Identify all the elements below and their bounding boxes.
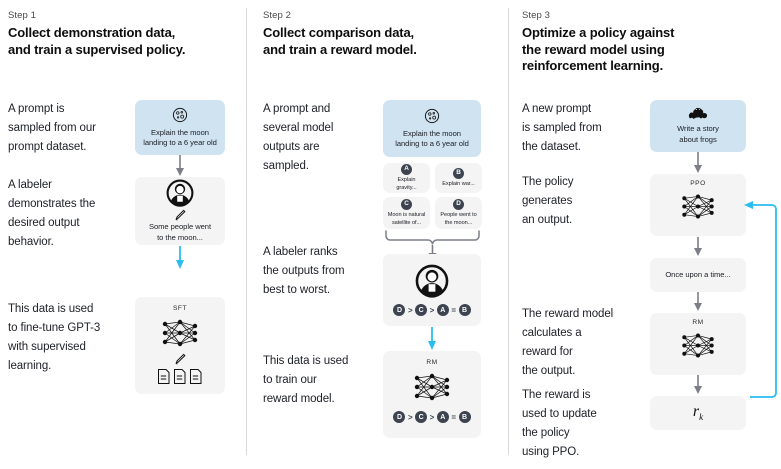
neural-net-icon xyxy=(677,329,719,362)
rm-rank-op-1: > xyxy=(407,412,413,422)
rm-rank-badge-2: C xyxy=(415,411,428,423)
moon-icon xyxy=(424,108,440,124)
c3-arrow-1-icon xyxy=(692,152,704,174)
labeler-icon xyxy=(415,264,449,298)
option-badge-b: B xyxy=(453,167,464,179)
c1-sft-card[interactable]: SFT xyxy=(135,297,225,394)
c2-rm-card[interactable]: RM xyxy=(383,351,481,438)
rm-rank-op-3: = xyxy=(451,412,456,422)
c3-rm-card[interactable]: RM xyxy=(650,313,746,375)
rank-badge-3: A xyxy=(436,304,449,316)
rm-rank-badge-1: D xyxy=(393,411,406,423)
step-1-paragraph-3: This data is used to fine-tune GPT-3 wit… xyxy=(8,303,101,372)
c1-labeler-demo-card[interactable]: Some people went to the moon... xyxy=(135,177,225,245)
c1-prompt-text: Explain the moon landing to a 6 year old xyxy=(143,127,217,148)
moon-icon xyxy=(172,107,188,123)
documents-icon xyxy=(156,368,204,385)
c3-rm-caption: RM xyxy=(692,319,704,326)
c2-prompt-text: Explain the moon landing to a 6 year old xyxy=(395,128,469,149)
c3-reward-value-card[interactable]: rk xyxy=(650,396,746,430)
reward-symbol-subscript: k xyxy=(699,412,704,423)
c2-option-text-b: Explain war... xyxy=(442,180,475,187)
step-2-title: Collect comparison data, and train a rew… xyxy=(263,25,417,57)
c3-ppo-card[interactable]: PPO xyxy=(650,174,746,236)
rm-rank-badge-4: B xyxy=(458,411,471,423)
c3-feedback-loop-icon xyxy=(742,185,780,420)
labeler-icon xyxy=(166,179,194,207)
rm-rank-op-2: > xyxy=(429,412,435,422)
step-1-title: Collect demonstration data, and train a … xyxy=(8,25,186,57)
option-badge-a: A xyxy=(401,164,412,176)
step-2-paragraph-2: A labeler ranks the outputs from best to… xyxy=(263,246,345,296)
rm-rank-badge-3: A xyxy=(436,411,449,423)
c1-prompt-card[interactable]: Explain the moon landing to a 6 year old xyxy=(135,100,225,155)
rank-op-2: > xyxy=(429,305,435,315)
pencil-icon xyxy=(174,209,186,221)
c2-option-card-d[interactable]: D People went to the moon... xyxy=(435,197,482,229)
c2-labeler-rank-card[interactable]: D > C > A = B xyxy=(383,254,481,326)
c2-prompt-card[interactable]: Explain the moon landing to a 6 year old xyxy=(383,100,481,157)
c3-prompt-text: Write a story about frogs xyxy=(677,124,719,144)
c1-arrow-1-icon xyxy=(174,155,186,177)
step-2-label: Step 2 xyxy=(263,10,292,21)
c1-arrow-2-icon xyxy=(174,246,186,270)
pencil-icon xyxy=(174,353,186,365)
option-badge-d: D xyxy=(453,199,464,211)
c3-ppo-caption: PPO xyxy=(690,180,706,187)
step-1-label: Step 1 xyxy=(8,10,37,21)
column-divider-2 xyxy=(508,8,509,455)
c3-arrow-4-icon xyxy=(692,375,704,395)
neural-net-icon xyxy=(157,315,203,351)
step-3-paragraph-3: The reward model calculates a reward for… xyxy=(522,308,614,377)
c2-option-card-a[interactable]: A Explain gravity... xyxy=(383,163,430,193)
c2-option-text-a: Explain gravity... xyxy=(396,177,417,191)
c2-rm-ranking-row: D > C > A = B xyxy=(393,411,471,423)
c3-prompt-card[interactable]: Write a story about frogs xyxy=(650,100,746,152)
c1-labeler-demo-text: Some people went to the moon... xyxy=(148,222,212,242)
neural-net-icon xyxy=(677,190,719,223)
c2-option-card-c[interactable]: C Moon is natural satellite of... xyxy=(383,197,430,229)
step-1-paragraph-1: A prompt is sampled from our prompt data… xyxy=(8,103,96,153)
c2-rm-caption: RM xyxy=(426,359,438,366)
rank-badge-2: C xyxy=(415,304,428,316)
step-3-column: Step 3 Optimize a policy against the rew… xyxy=(509,0,781,469)
step-3-title: Optimize a policy against the reward mod… xyxy=(522,25,675,73)
rank-badge-4: B xyxy=(458,304,471,316)
c3-arrow-3-icon xyxy=(692,292,704,312)
c3-generated-output-text: Once upon a time... xyxy=(665,269,731,279)
step-3-label: Step 3 xyxy=(522,10,551,21)
step-2-column: Step 2 Collect comparison data, and trai… xyxy=(247,0,509,469)
c2-ranking-row: D > C > A = B xyxy=(393,304,471,316)
step-3-paragraph-4: The reward is used to update the policy … xyxy=(522,389,597,458)
c1-sft-caption: SFT xyxy=(173,305,187,312)
c2-arrow-cyan-icon xyxy=(426,327,438,351)
step-3-paragraph-2: The policy generates an output. xyxy=(522,176,574,226)
column-divider-1 xyxy=(246,8,247,455)
rank-op-3: = xyxy=(451,305,456,315)
rank-badge-1: D xyxy=(393,304,406,316)
step-2-paragraph-3: This data is used to train our reward mo… xyxy=(263,355,349,405)
c3-arrow-2-icon xyxy=(692,237,704,257)
c2-option-card-b[interactable]: B Explain war... xyxy=(435,163,482,193)
c3-reward-symbol: rk xyxy=(693,403,703,422)
reward-symbol-base: r xyxy=(692,403,700,421)
c3-generated-output-card[interactable]: Once upon a time... xyxy=(650,258,746,292)
c2-option-text-d: People went to the moon... xyxy=(440,212,477,226)
step-1-column: Step 1 Collect demonstration data, and t… xyxy=(0,0,247,469)
neural-net-icon xyxy=(409,369,455,405)
frog-icon xyxy=(687,107,709,120)
rank-op-1: > xyxy=(407,305,413,315)
step-2-paragraph-1: A prompt and several model outputs are s… xyxy=(263,103,334,172)
step-3-paragraph-1: A new prompt is sampled from the dataset… xyxy=(522,103,602,153)
c2-option-text-c: Moon is natural satellite of... xyxy=(387,212,426,226)
option-badge-c: C xyxy=(401,199,412,211)
step-1-paragraph-2: A labeler demonstrates the desired outpu… xyxy=(8,179,96,248)
